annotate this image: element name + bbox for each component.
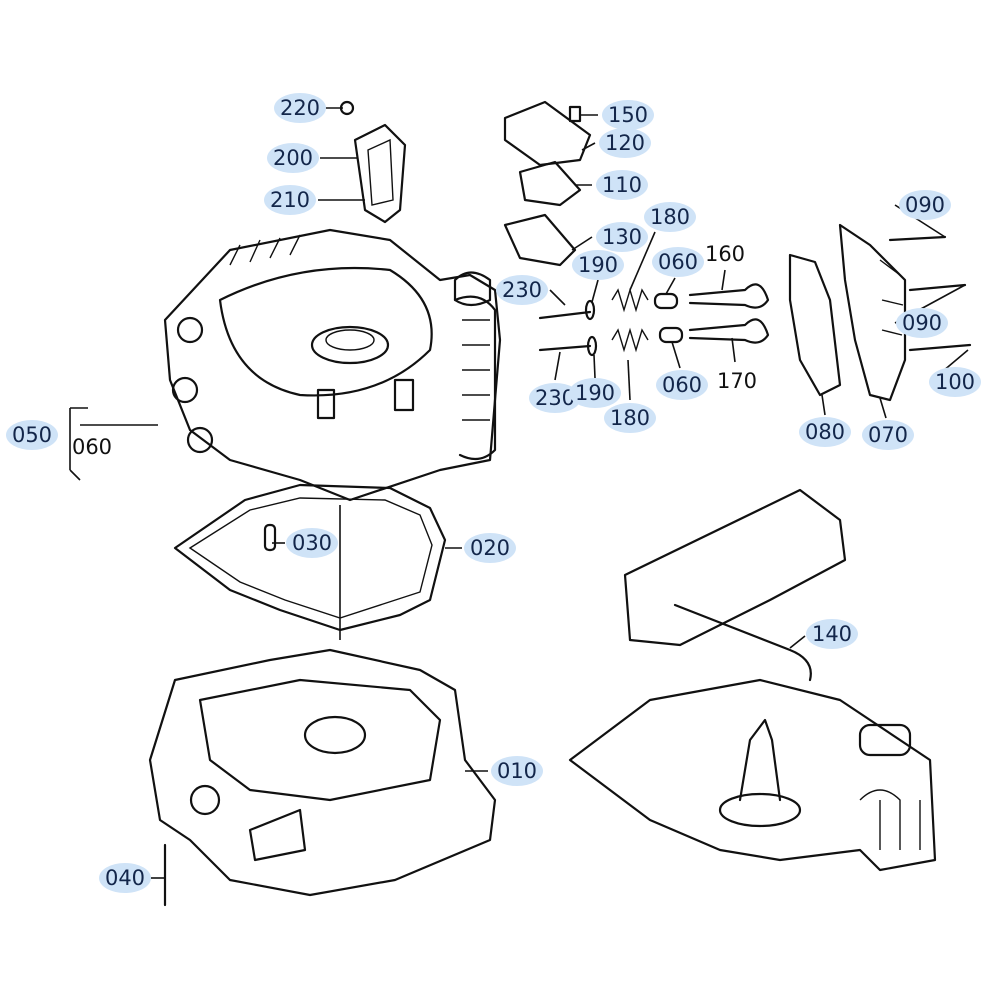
callout-highlight: [491, 756, 543, 786]
gasket-200-210: [339, 100, 407, 224]
callout-140[interactable]: 140: [806, 619, 858, 649]
base-gasket: [173, 483, 447, 632]
callout-230a[interactable]: 230: [496, 275, 548, 305]
callout-number: 040: [105, 866, 145, 890]
valve-train: [538, 283, 770, 357]
callout-170[interactable]: 170: [717, 369, 757, 393]
callout-030[interactable]: 030: [286, 528, 338, 558]
callout-210[interactable]: 210: [264, 185, 316, 215]
callout-highlight: [644, 202, 696, 232]
callout-220[interactable]: 220: [274, 93, 326, 123]
callout-number: 020: [470, 536, 510, 560]
callout-highlight: [572, 250, 624, 280]
callout-highlight: [799, 417, 851, 447]
callout-040[interactable]: 040: [99, 863, 151, 893]
callout-number: 160: [705, 242, 745, 266]
callout-180b[interactable]: 180: [604, 403, 656, 433]
callout-160[interactable]: 160: [705, 242, 745, 266]
callout-highlight: [264, 185, 316, 215]
callout-number: 070: [868, 423, 908, 447]
callout-highlight: [596, 170, 648, 200]
callout-number: 060: [662, 373, 702, 397]
callout-highlight: [529, 383, 581, 413]
callout-number: 110: [602, 173, 642, 197]
callout-highlight: [99, 863, 151, 893]
callout-110[interactable]: 110: [596, 170, 648, 200]
callout-090b[interactable]: 090: [896, 308, 948, 338]
callout-highlight: [274, 93, 326, 123]
callout-highlight: [464, 533, 516, 563]
callout-highlight: [599, 128, 651, 158]
callout-050[interactable]: 050: [6, 420, 58, 450]
callout-100[interactable]: 100: [929, 367, 981, 397]
callout-number: 210: [270, 188, 310, 212]
callout-060b[interactable]: 060: [656, 370, 708, 400]
callout-number: 010: [497, 759, 537, 783]
callout-number: 090: [902, 311, 942, 335]
callout-number: 050: [12, 423, 52, 447]
callout-number: 180: [650, 205, 690, 229]
callout-number: 100: [935, 370, 975, 394]
callout-number: 030: [292, 531, 332, 555]
callout-020[interactable]: 020: [464, 533, 516, 563]
callout-number: 060: [72, 435, 112, 459]
callout-highlight: [652, 247, 704, 277]
callout-highlight: [496, 275, 548, 305]
callout-number: 150: [608, 103, 648, 127]
callout-highlight: [604, 403, 656, 433]
callout-number: 120: [605, 131, 645, 155]
callout-080[interactable]: 080: [799, 417, 851, 447]
callout-070[interactable]: 070: [862, 420, 914, 450]
callout-highlight: [929, 367, 981, 397]
callout-010[interactable]: 010: [491, 756, 543, 786]
callout-highlight: [602, 100, 654, 130]
callout-highlight: [862, 420, 914, 450]
callout-190b[interactable]: 190: [569, 378, 621, 408]
callout-highlight: [6, 420, 58, 450]
callout-highlight: [656, 370, 708, 400]
callout-090a[interactable]: 090: [899, 190, 951, 220]
callout-number: 140: [812, 622, 852, 646]
callout-highlight: [286, 528, 338, 558]
leader-lines: [69, 107, 969, 879]
callout-highlight: [569, 378, 621, 408]
callout-highlight: [596, 222, 648, 252]
callout-230b[interactable]: 230: [529, 383, 581, 413]
crankcase: [148, 648, 497, 907]
callout-number: 190: [575, 381, 615, 405]
callout-highlight: [899, 190, 951, 220]
callout-number: 180: [610, 406, 650, 430]
callout-number: 170: [717, 369, 757, 393]
callout-180a[interactable]: 180: [644, 202, 696, 232]
callout-130[interactable]: 130: [596, 222, 648, 252]
callout-number: 060: [658, 250, 698, 274]
callout-highlight: [896, 308, 948, 338]
callout-number: 200: [273, 146, 313, 170]
callout-number: 190: [578, 253, 618, 277]
side-cover: [788, 223, 972, 402]
callout-highlight: [267, 143, 319, 173]
callout-number: 090: [905, 193, 945, 217]
callout-labels: 220 150 120 200 110 210 180 130 090 190 060 160 230 0…: [6, 93, 981, 893]
callout-120[interactable]: 120: [599, 128, 651, 158]
callout-number: 130: [602, 225, 642, 249]
callout-200[interactable]: 200: [267, 143, 319, 173]
breather-assembly: [568, 488, 937, 872]
callout-number: 230: [502, 278, 542, 302]
cylinder-block: [163, 228, 502, 502]
callout-060c[interactable]: 060: [72, 435, 112, 459]
callout-060a[interactable]: 060: [652, 247, 704, 277]
callout-190a[interactable]: 190: [572, 250, 624, 280]
valve-cover: [503, 100, 592, 267]
callout-150[interactable]: 150: [602, 100, 654, 130]
callout-number: 220: [280, 96, 320, 120]
callout-highlight: [806, 619, 858, 649]
callout-number: 230: [535, 386, 575, 410]
callout-number: 080: [805, 420, 845, 444]
